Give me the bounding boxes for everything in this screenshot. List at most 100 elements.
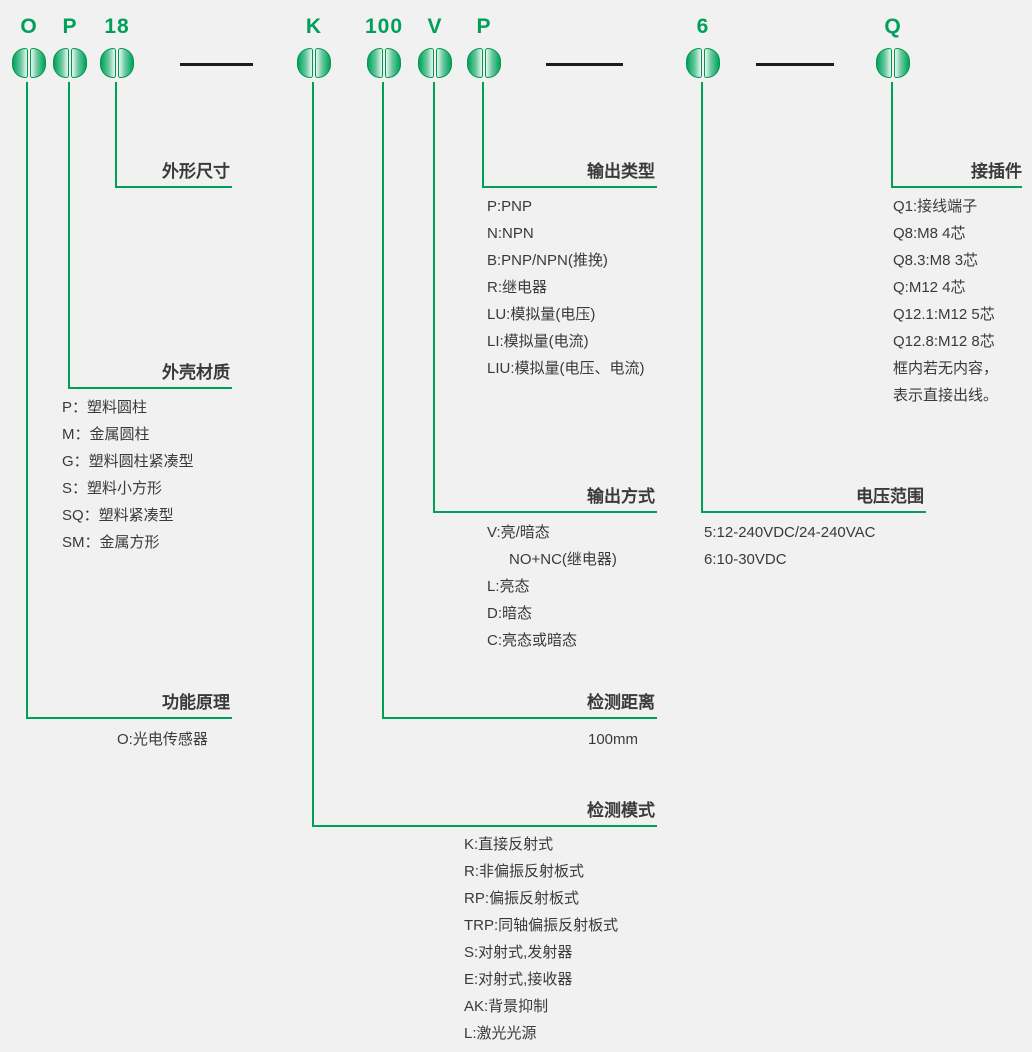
list-item: N:NPN: [487, 225, 534, 242]
list-item: R:继电器: [487, 279, 548, 296]
underline-housing: [68, 387, 232, 389]
list-item: B:PNP/NPN(推挽): [487, 252, 608, 269]
list-item: LIU:模拟量(电压、电流): [487, 360, 645, 377]
connector-line-housing: [68, 82, 70, 389]
voltage-list: 5:12-240VDC/24-240VAC 6:10-30VDC: [704, 519, 876, 573]
list-item: E:对射式,接收器: [464, 971, 573, 988]
list-item: 表示直接出线。: [893, 387, 999, 404]
list-item: Q8.3:M8 3芯: [893, 252, 979, 269]
underline-principle: [26, 717, 232, 719]
section-title-output-mode: 输出方式: [587, 487, 655, 506]
underline-size: [115, 186, 232, 188]
list-item: P:PNP: [487, 198, 533, 215]
section-title-size: 外形尺寸: [162, 162, 230, 181]
connector-line-principle: [26, 82, 28, 719]
list-item: 框内若无内容，: [893, 360, 999, 377]
capsule-icon: [876, 48, 910, 78]
list-item: 6:10-30VDC: [704, 551, 787, 568]
code-char-18: 18: [95, 14, 139, 78]
list-item: S:对射式,发射器: [464, 944, 573, 961]
list-item: Q12.1:M12 5芯: [893, 306, 995, 323]
code-char-100: 100: [362, 14, 406, 78]
list-item: AK:背景抑制: [464, 998, 549, 1015]
list-item: SM：金属方形: [62, 534, 160, 551]
distance-list: 100mm: [588, 726, 638, 753]
code-char-6: 6: [681, 14, 725, 78]
code-char-O: O: [7, 14, 51, 78]
list-item: Q8:M8 4芯: [893, 225, 966, 242]
output-type-list: P:PNP N:NPN B:PNP/NPN(推挽) R:继电器 LU:模拟量(电…: [487, 193, 645, 382]
capsule-icon: [418, 48, 452, 78]
underline-distance: [382, 717, 657, 719]
connector-line-output-mode: [433, 82, 435, 513]
list-item: NO+NC(继电器): [509, 551, 617, 568]
code-letter: O: [20, 15, 38, 38]
capsule-icon: [53, 48, 87, 78]
list-item: R:非偏振反射板式: [464, 863, 585, 880]
detect-mode-list: K:直接反射式 R:非偏振反射板式 RP:偏振反射板式 TRP:同轴偏振反射板式…: [464, 831, 618, 1047]
list-item: LU:模拟量(电压): [487, 306, 596, 323]
code-letter: V: [427, 15, 443, 38]
connector-list: Q1:接线端子 Q8:M8 4芯 Q8.3:M8 3芯 Q:M12 4芯 Q12…: [893, 193, 998, 409]
code-letter: 18: [104, 15, 130, 38]
list-item: D:暗态: [487, 605, 533, 622]
list-item: LI:模拟量(电流): [487, 333, 589, 350]
connector-line-size: [115, 82, 117, 188]
connector-line-detect-mode: [312, 82, 314, 827]
section-title-connector: 接插件: [971, 162, 1022, 181]
underline-output-type: [482, 186, 657, 188]
section-title-distance: 检测距离: [587, 693, 655, 712]
underline-connector: [891, 186, 1022, 188]
list-item: Q:M12 4芯: [893, 279, 966, 296]
list-item: TRP:同轴偏振反射板式: [464, 917, 619, 934]
section-title-principle: 功能原理: [162, 693, 230, 712]
list-item: SQ：塑料紧凑型: [62, 507, 174, 524]
list-item: Q1:接线端子: [893, 198, 978, 215]
section-title-housing: 外壳材质: [162, 363, 230, 382]
housing-list: P：塑料圆柱 M：金属圆柱 G：塑料圆柱紧凑型 S：塑料小方形 SQ：塑料紧凑型…: [62, 394, 194, 556]
dash-separator: [180, 63, 253, 66]
connector-line-voltage: [701, 82, 703, 513]
underline-detect-mode: [312, 825, 657, 827]
code-char-P2: P: [462, 14, 506, 78]
list-item: 100mm: [588, 731, 639, 748]
connector-line-distance: [382, 82, 384, 719]
capsule-icon: [367, 48, 401, 78]
list-item: S：塑料小方形: [62, 480, 163, 497]
list-item: G：塑料圆柱紧凑型: [62, 453, 194, 470]
list-item: L:激光光源: [464, 1025, 537, 1042]
code-letter: 6: [696, 15, 710, 38]
list-item: K:直接反射式: [464, 836, 554, 853]
code-letter: P: [62, 15, 78, 38]
capsule-icon: [297, 48, 331, 78]
dash-separator: [546, 63, 623, 66]
underline-voltage: [701, 511, 926, 513]
underline-output-mode: [433, 511, 657, 513]
code-letter: Q: [884, 15, 902, 38]
dash-separator: [756, 63, 834, 66]
capsule-icon: [12, 48, 46, 78]
code-char-Q: Q: [871, 14, 915, 78]
connector-line-output-type: [482, 82, 484, 188]
section-title-voltage: 电压范围: [856, 487, 924, 506]
capsule-icon: [100, 48, 134, 78]
section-title-detect-mode: 检测模式: [587, 801, 655, 820]
list-item: 5:12-240VDC/24-240VAC: [704, 524, 876, 541]
list-item: P：塑料圆柱: [62, 399, 148, 416]
section-title-output-type: 输出类型: [587, 162, 655, 181]
capsule-icon: [467, 48, 501, 78]
list-item: M：金属圆柱: [62, 426, 150, 443]
list-item: C:亮态或暗态: [487, 632, 578, 649]
capsule-icon: [686, 48, 720, 78]
principle-list: O:光电传感器: [117, 726, 208, 753]
list-item: V:亮/暗态: [487, 524, 550, 541]
code-letter: 100: [364, 15, 404, 38]
list-item: O:光电传感器: [117, 731, 208, 748]
code-letter: P: [476, 15, 492, 38]
code-char-V: V: [413, 14, 457, 78]
list-item: L:亮态: [487, 578, 530, 595]
connector-line-connector: [891, 82, 893, 188]
list-item: Q12.8:M12 8芯: [893, 333, 995, 350]
code-letter: K: [305, 15, 323, 38]
